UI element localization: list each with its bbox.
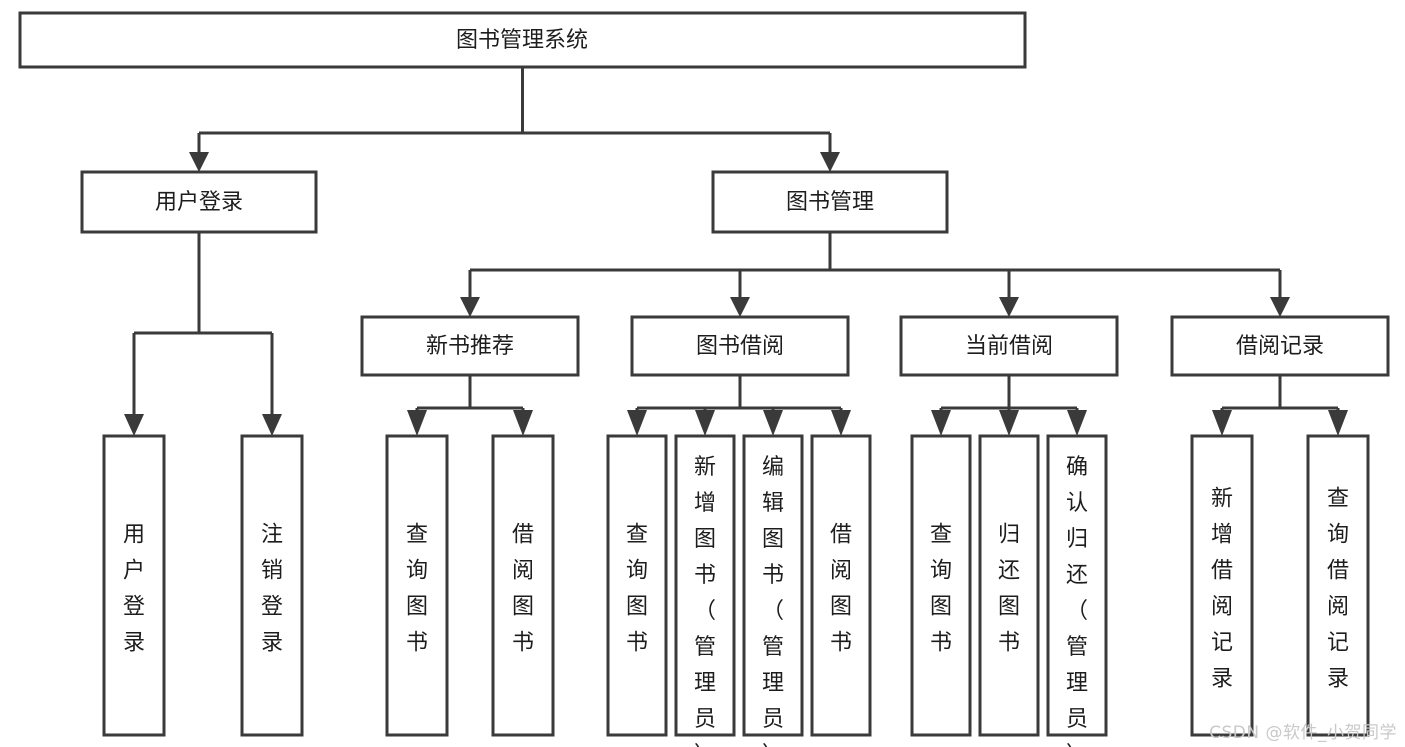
node-user-login[interactable]: 用户登录 — [80, 170, 318, 234]
leaf-borrow-book-2-label: 借阅图书 — [830, 523, 852, 656]
connector-bookborrow-to-leaves — [627, 375, 851, 436]
leaf-user-login[interactable]: 用户登录 — [102, 434, 166, 737]
connector-bookmgmt-to-level3 — [460, 232, 1290, 317]
leaf-confirm-return[interactable]: 确认归还（管理员） — [1046, 434, 1108, 747]
node-borrow-record-label: 借阅记录 — [1236, 334, 1324, 359]
leaf-edit-book-label: 编辑图书（管理员） — [762, 455, 784, 747]
connector-currentborrow-to-leaves — [931, 375, 1087, 436]
node-root-label: 图书管理系统 — [456, 28, 588, 53]
node-current-borrow[interactable]: 当前借阅 — [899, 315, 1119, 377]
leaf-add-book-label: 新增图书（管理员） — [694, 455, 716, 747]
leaf-return-book-label: 归还图书 — [998, 523, 1020, 656]
node-root[interactable]: 图书管理系统 — [18, 11, 1027, 69]
node-borrow-record[interactable]: 借阅记录 — [1170, 315, 1390, 377]
leaf-add-book[interactable]: 新增图书（管理员） — [674, 434, 736, 747]
node-book-management[interactable]: 图书管理 — [711, 170, 949, 234]
leaf-query-book-1[interactable]: 查询图书 — [385, 434, 449, 737]
node-new-book-recommend-label: 新书推荐 — [426, 334, 514, 359]
leaf-query-book-3[interactable]: 查询图书 — [910, 434, 972, 737]
leaf-edit-book[interactable]: 编辑图书（管理员） — [742, 434, 804, 747]
leaf-query-record-label: 查询借阅记录 — [1327, 487, 1349, 692]
leaf-user-login-label: 用户登录 — [123, 523, 145, 656]
connector-newbook-to-leaves — [407, 375, 533, 436]
connector-root-to-level2 — [189, 67, 840, 172]
leaf-add-record-label: 新增借阅记录 — [1211, 487, 1233, 692]
node-book-borrow[interactable]: 图书借阅 — [630, 315, 850, 377]
connector-borrowrecord-to-leaves — [1212, 375, 1348, 436]
leaf-query-book-2[interactable]: 查询图书 — [606, 434, 668, 737]
leaf-query-book-3-label: 查询图书 — [930, 523, 952, 656]
node-book-borrow-label: 图书借阅 — [696, 334, 784, 359]
leaf-borrow-book-2[interactable]: 借阅图书 — [810, 434, 872, 737]
leaf-query-book-2-label: 查询图书 — [626, 523, 648, 656]
leaf-return-book[interactable]: 归还图书 — [978, 434, 1040, 737]
leaf-confirm-return-label: 确认归还（管理员） — [1066, 455, 1088, 747]
leaf-borrow-book-1-label: 借阅图书 — [512, 523, 534, 656]
node-new-book-recommend[interactable]: 新书推荐 — [360, 315, 580, 377]
node-user-login-label: 用户登录 — [155, 190, 243, 215]
connector-userlogin-to-leaves — [124, 232, 282, 436]
leaf-user-logout[interactable]: 注销登录 — [240, 434, 304, 737]
leaf-query-book-1-label: 查询图书 — [406, 523, 428, 656]
node-current-borrow-label: 当前借阅 — [965, 334, 1053, 359]
leaf-add-record[interactable]: 新增借阅记录 — [1190, 434, 1254, 737]
leaf-query-record[interactable]: 查询借阅记录 — [1306, 434, 1370, 737]
leaf-user-logout-label: 注销登录 — [261, 523, 283, 656]
node-book-management-label: 图书管理 — [786, 190, 874, 215]
leaf-borrow-book-1[interactable]: 借阅图书 — [491, 434, 555, 737]
